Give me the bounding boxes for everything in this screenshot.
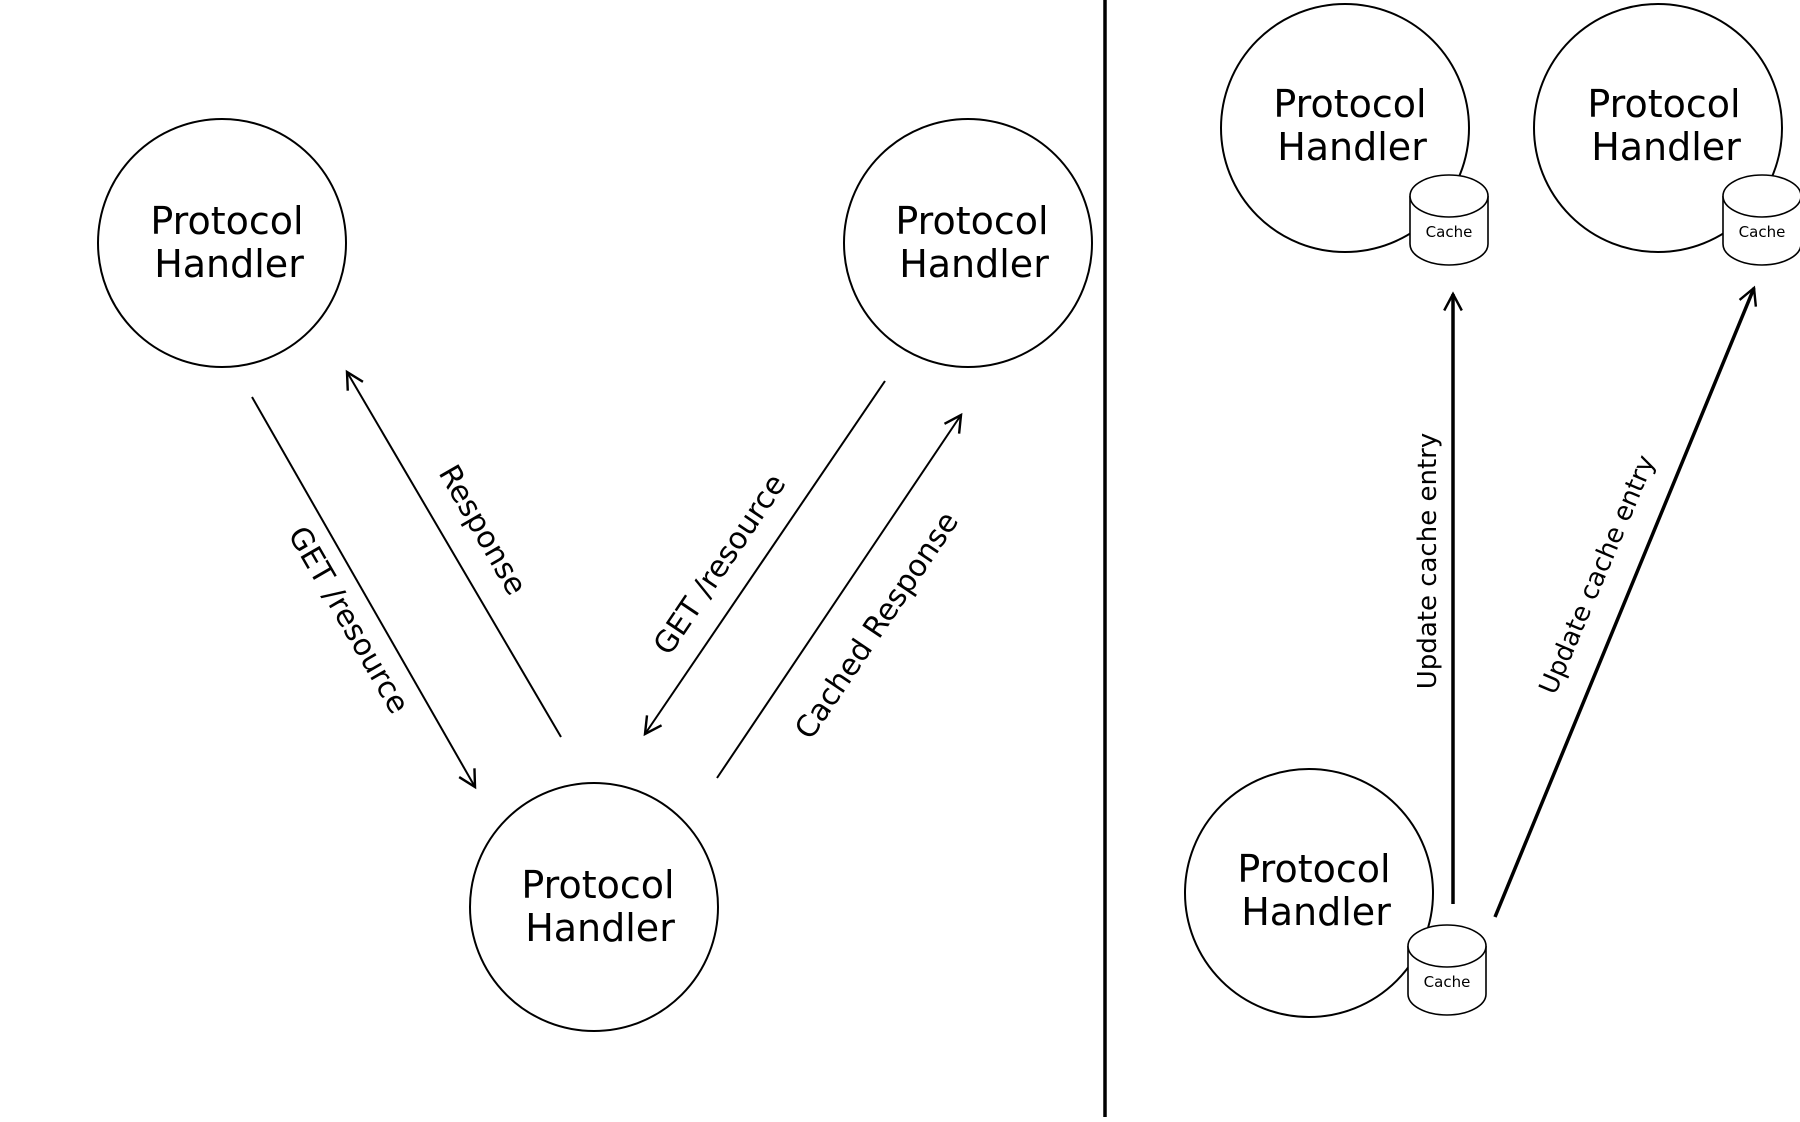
- edge-label-get-resource-left: GET /resource: [281, 521, 416, 720]
- node-label-line2: Handler: [1241, 890, 1391, 934]
- cache-cylinder-icon: Cache: [1409, 174, 1489, 266]
- node-circle: [97, 118, 347, 368]
- cache-cylinder-icon: Cache: [1407, 924, 1487, 1016]
- node-right-top-1: Protocol Handler Cache: [1220, 3, 1489, 266]
- edge-cached-response: [716, 412, 963, 779]
- edge-label-update-cache-vertical: Update cache entry: [1413, 433, 1443, 689]
- node-label-line2: Handler: [1591, 125, 1741, 169]
- edge-label-get-resource-right: GET /resource: [647, 468, 793, 662]
- node-label-line1: Protocol: [521, 863, 674, 907]
- cache-label: Cache: [1426, 223, 1473, 241]
- edge-response: [345, 369, 562, 738]
- edge-label-cached-response: Cached Response: [788, 506, 966, 746]
- node-left-bottom: Protocol Handler: [469, 782, 719, 1032]
- node-label-line2: Handler: [154, 242, 304, 286]
- node-label-line2: Handler: [525, 906, 675, 950]
- node-label-line1: Protocol: [895, 199, 1048, 243]
- node-circle: [843, 118, 1093, 368]
- node-circle: [1184, 768, 1434, 1018]
- node-label-line1: Protocol: [150, 199, 303, 243]
- edge-label-update-cache-diagonal: Update cache entry: [1534, 451, 1662, 699]
- node-right-top-2: Protocol Handler Cache: [1533, 3, 1800, 266]
- edge-label-response: Response: [431, 459, 533, 601]
- cache-cylinder-icon: Cache: [1722, 174, 1800, 266]
- cache-label: Cache: [1424, 973, 1471, 991]
- cache-label: Cache: [1739, 223, 1786, 241]
- edge-get-resource-left: [251, 396, 477, 790]
- edge-get-resource-right: [643, 380, 886, 737]
- node-left-right: Protocol Handler: [843, 118, 1093, 368]
- node-right-bottom: Protocol Handler Cache: [1184, 768, 1487, 1018]
- node-label-line1: Protocol: [1273, 82, 1426, 126]
- node-label-line1: Protocol: [1237, 847, 1390, 891]
- node-circle: [469, 782, 719, 1032]
- node-label-line1: Protocol: [1587, 82, 1740, 126]
- node-circle: [1220, 3, 1470, 253]
- node-left-top: Protocol Handler: [97, 118, 347, 368]
- node-label-line2: Handler: [1277, 125, 1427, 169]
- node-label-line2: Handler: [899, 242, 1049, 286]
- edge-update-cache-diagonal: [1493, 285, 1758, 918]
- node-circle: [1533, 3, 1783, 253]
